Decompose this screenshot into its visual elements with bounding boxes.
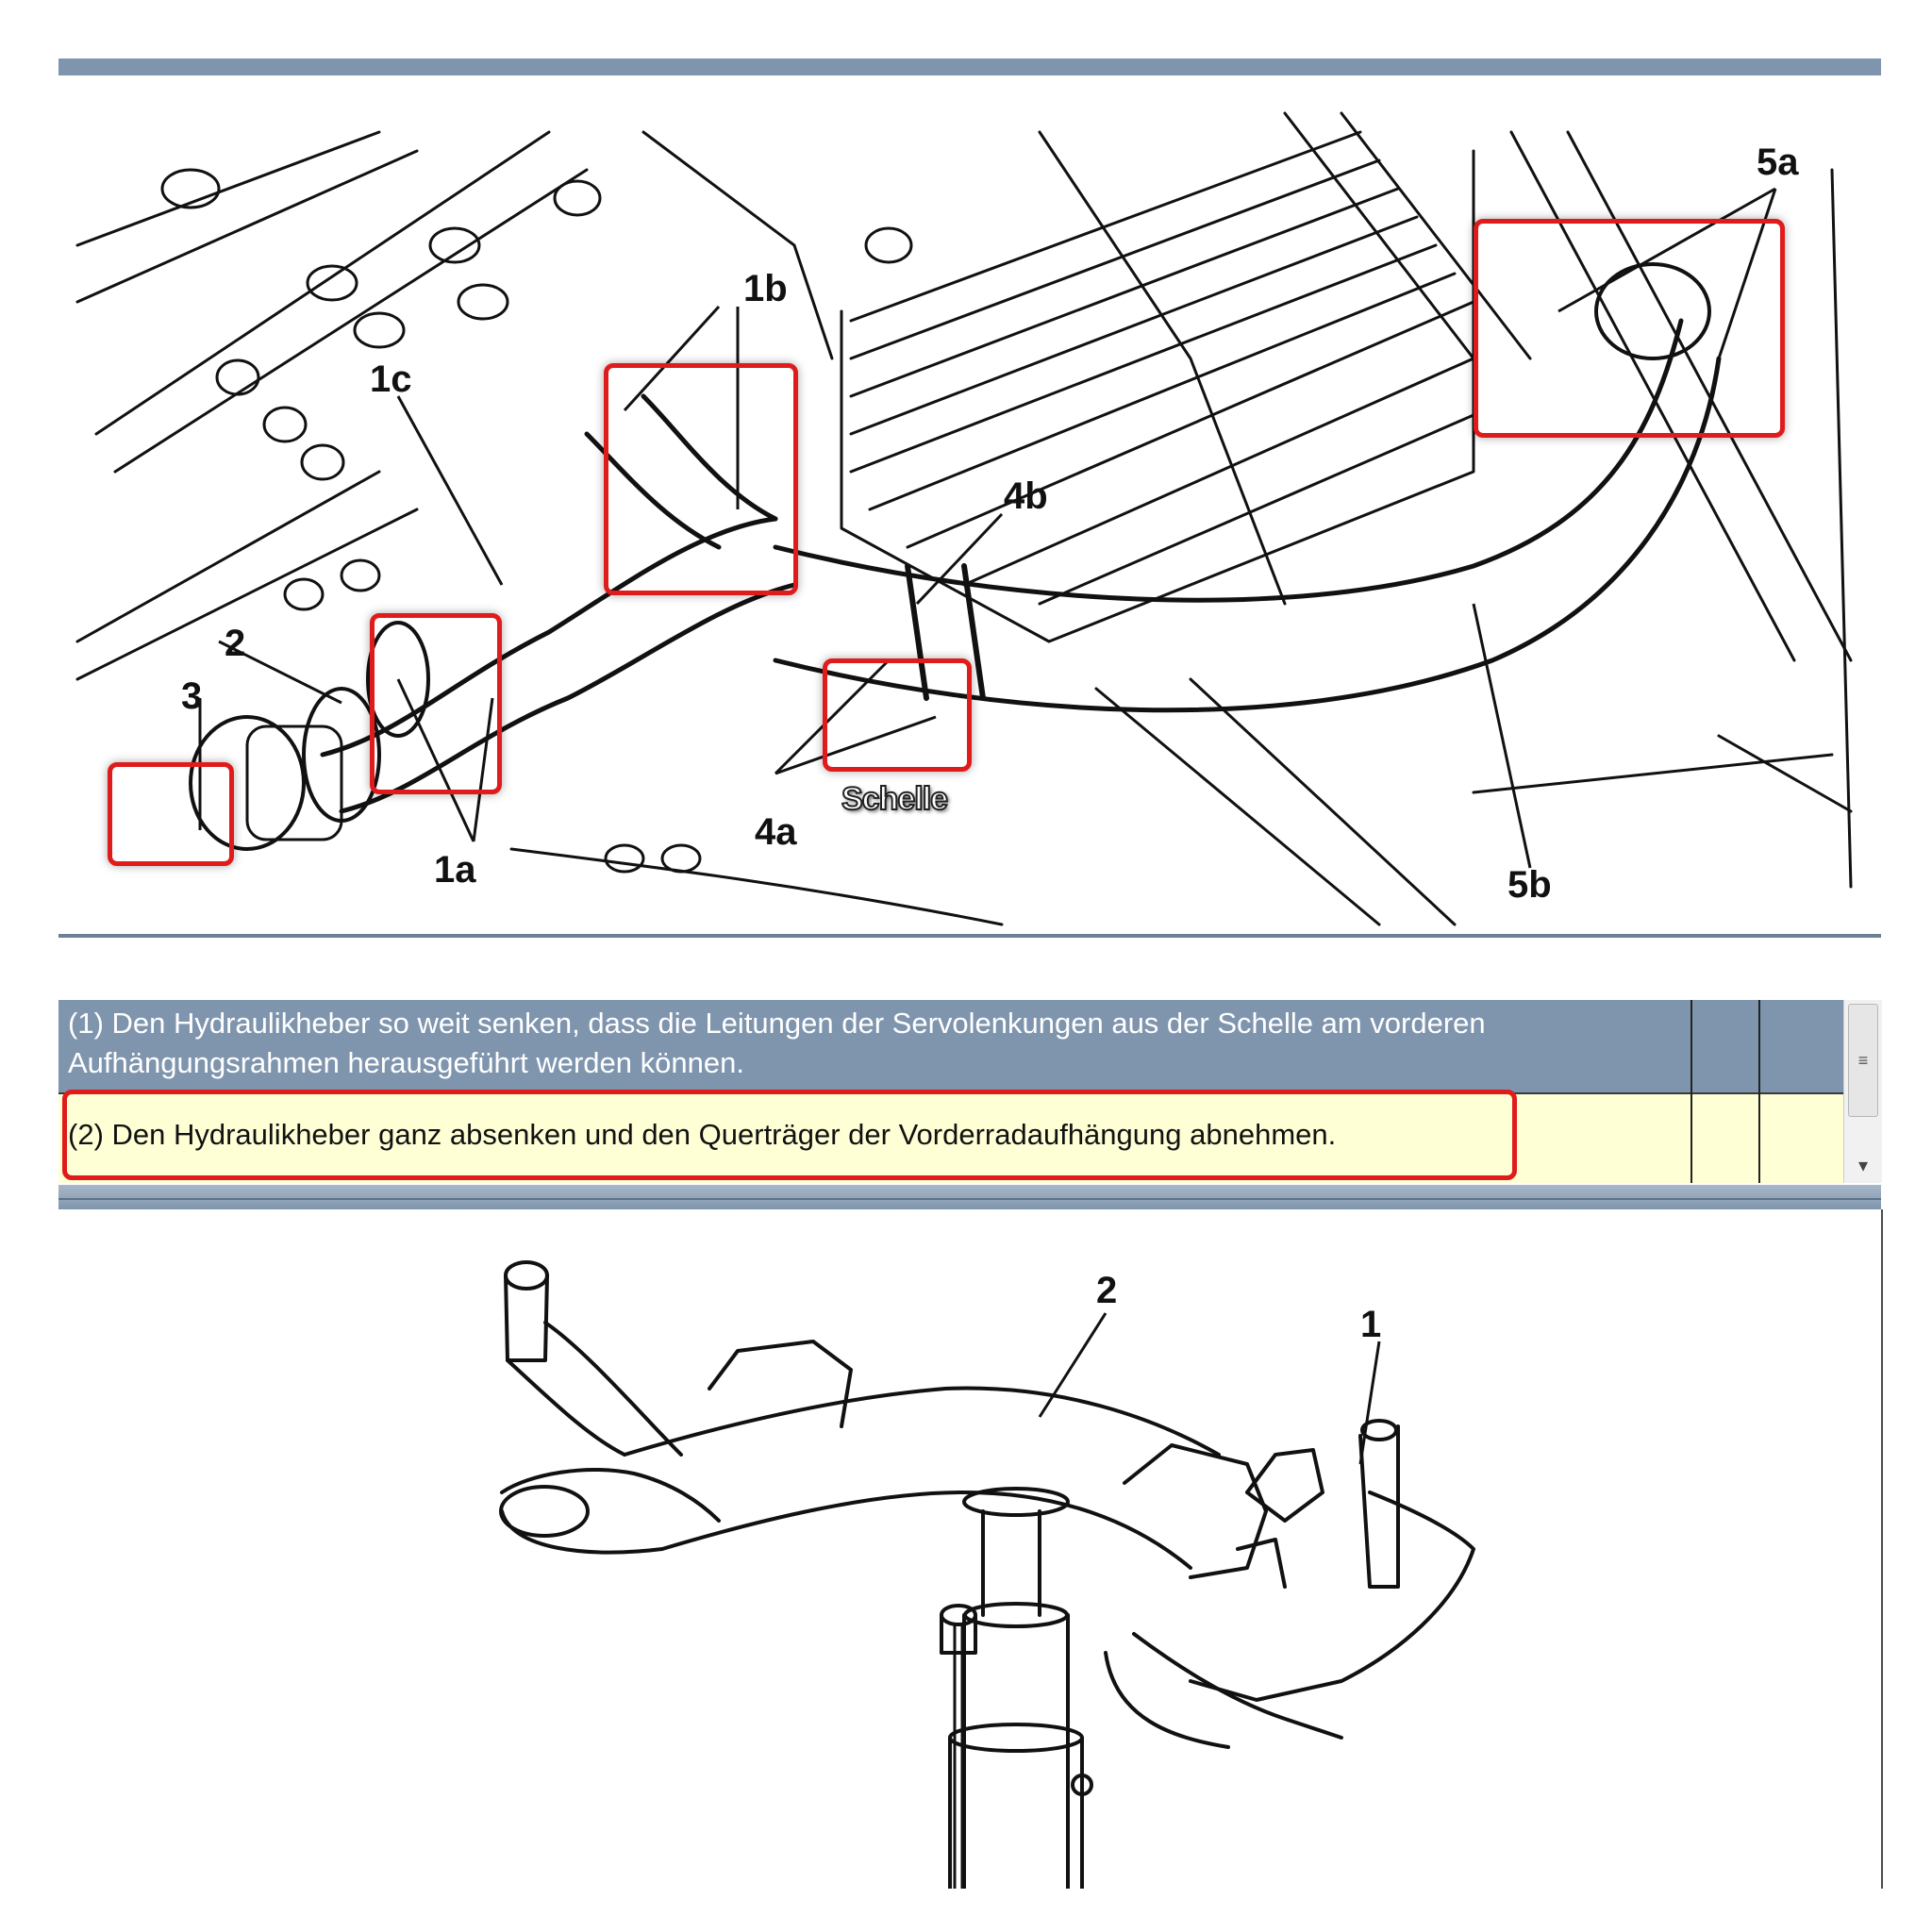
top-header-bar (58, 58, 1881, 75)
top-panel-divider (58, 934, 1881, 938)
power-steering-line-diagram (75, 111, 1853, 926)
schelle-label: Schelle (841, 780, 949, 818)
callout-2: 2 (225, 623, 246, 664)
step-row-1[interactable]: (1) Den Hydraulikheber so weit senken, d… (58, 1000, 1843, 1092)
step-list: (1) Den Hydraulikheber so weit senken, d… (58, 1000, 1843, 1183)
column-separator-1 (1690, 1000, 1692, 1183)
callout-1b: 1b (743, 268, 788, 309)
step-1-text: (1) Den Hydraulikheber so weit senken, d… (68, 1007, 1486, 1079)
callout-5b: 5b (1507, 864, 1552, 906)
highlight-box-1b (604, 363, 798, 595)
middle-bar-line (58, 1198, 1881, 1200)
callout-4b: 4b (1004, 475, 1048, 517)
scrollbar-thumb[interactable]: ≡ (1848, 1004, 1878, 1117)
callout-3: 3 (181, 675, 203, 717)
step-row-2-selected[interactable]: (2) Den Hydraulikheber ganz absenken und… (58, 1092, 1843, 1183)
scroll-down-arrow-icon[interactable]: ▾ (1857, 1156, 1869, 1176)
callout-1a: 1a (434, 849, 476, 891)
callout-1-bottom: 1 (1360, 1304, 1382, 1345)
top-illustration-panel: 1a 1b 1c 2 3 4a 4b 5a 5b Schelle (58, 75, 1881, 934)
column-separator-2 (1758, 1000, 1760, 1183)
callout-2-bottom: 2 (1096, 1270, 1118, 1311)
highlight-box-3 (108, 762, 234, 866)
highlight-box-5a (1474, 219, 1785, 438)
step-2-text: (2) Den Hydraulikheber ganz absenken und… (68, 1118, 1337, 1151)
step-list-scrollbar[interactable]: ≡ ▾ (1843, 1000, 1882, 1183)
crossmember-on-jack-diagram (499, 1260, 1475, 1890)
highlight-box-1a (370, 613, 502, 794)
selected-step-highlight (62, 1090, 1517, 1180)
middle-header-bar (58, 1185, 1881, 1209)
callout-1c: 1c (370, 358, 412, 400)
callout-5a: 5a (1757, 142, 1799, 183)
callout-4a: 4a (755, 811, 797, 853)
highlight-box-4a (823, 658, 972, 772)
bottom-illustration-panel: 1 2 (58, 1209, 1883, 1890)
